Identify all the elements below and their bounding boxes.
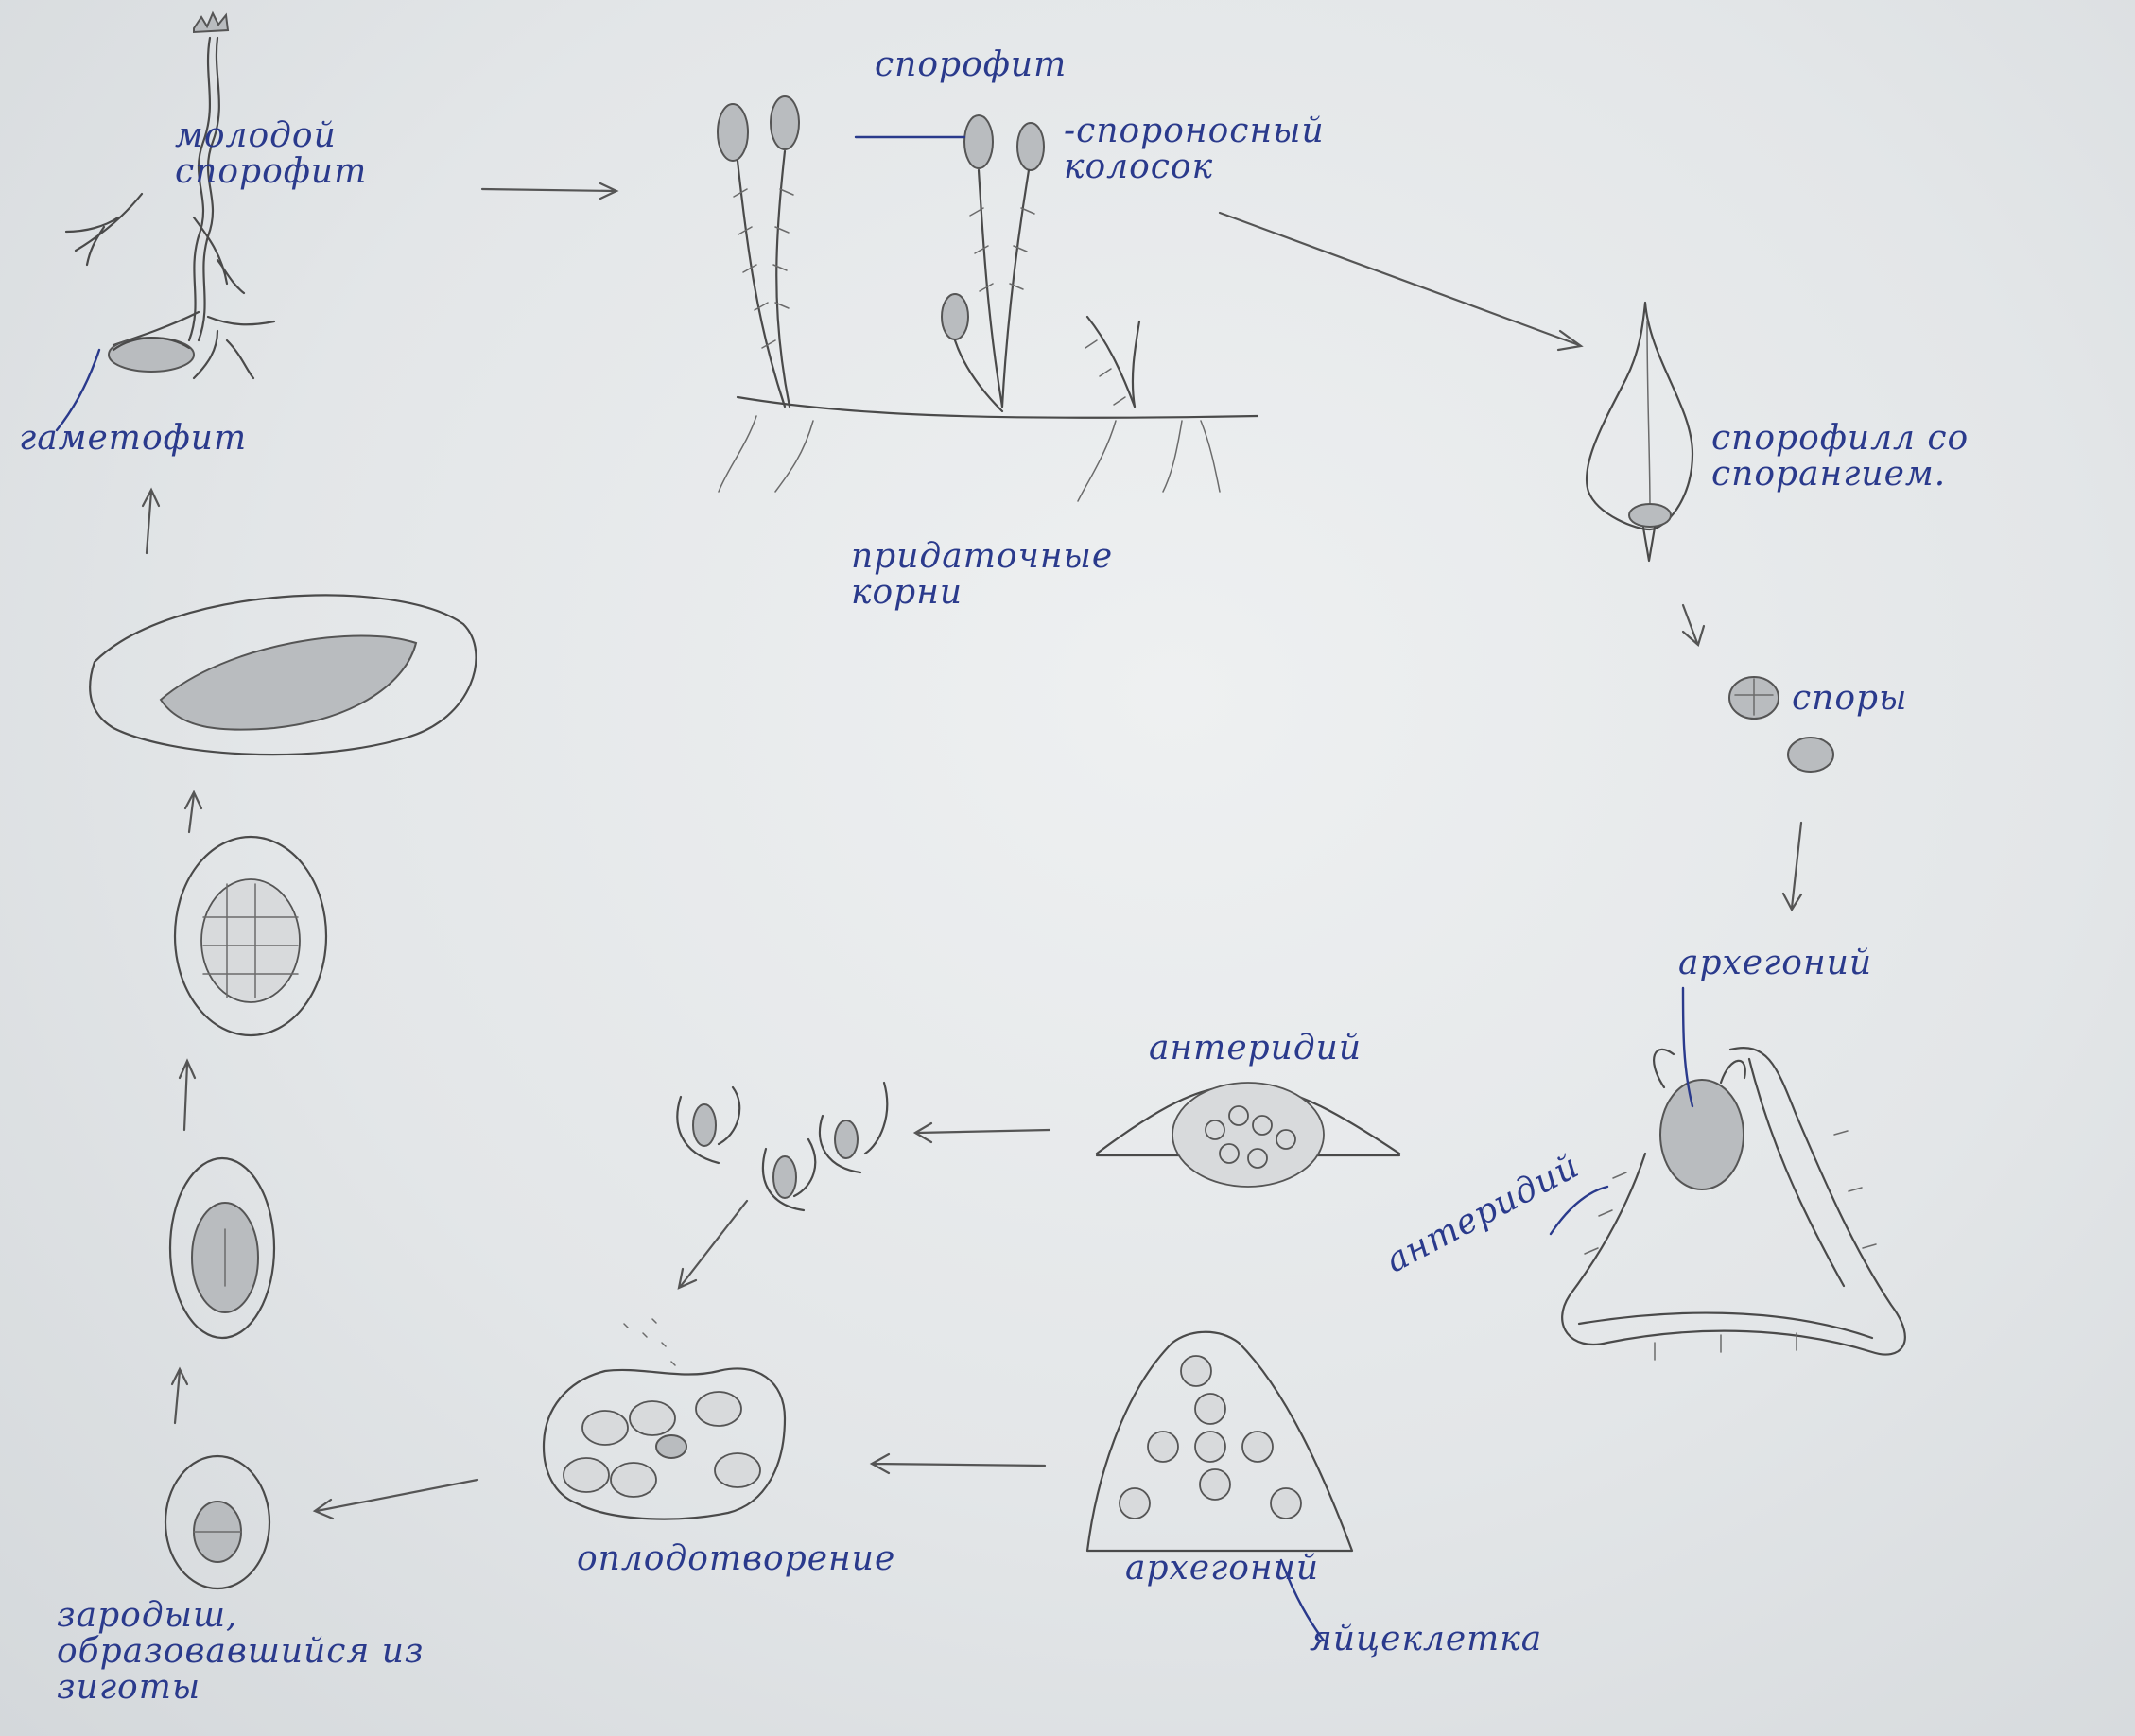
label-fertilization: оплодотворение — [577, 1541, 895, 1577]
label-egg-cell: яйцеклетка — [1310, 1622, 1542, 1658]
label-spores: споры — [1792, 681, 1907, 717]
label-adventitious-roots: придаточные корни — [851, 539, 1144, 611]
label-gametophyte: гаметофит — [19, 421, 247, 457]
gametophyte-prothallus-drawing — [1562, 1048, 1905, 1360]
label-embryo: зародыш, образовавшийся из зиготы — [57, 1598, 435, 1705]
young-sporophyte-drawing — [66, 13, 274, 378]
label-antheridium-top: антеридий — [1149, 1031, 1362, 1067]
fertilization-drawing — [544, 1319, 785, 1519]
label-leader-lines — [57, 137, 1692, 1641]
label-archegonium-top: архегоний — [1678, 946, 1872, 981]
label-young-sporophyte: молодой спорофит — [175, 118, 421, 190]
label-sporophyte: спорофит — [875, 47, 1067, 83]
spermatozoids-drawing — [677, 1083, 887, 1210]
sporophyll-drawing — [1587, 303, 1692, 561]
cycle-arrows — [143, 183, 1801, 1519]
antheridium-drawing — [1097, 1083, 1399, 1187]
label-sporophyll: спорофилл со спорангием. — [1711, 421, 2127, 493]
embryo-development-drawings — [90, 595, 476, 1588]
label-archegonium-bottom: архегоний — [1125, 1551, 1319, 1587]
label-strobilus: -спороносный колосок — [1064, 113, 1376, 185]
archegonium-drawing — [1087, 1332, 1352, 1551]
